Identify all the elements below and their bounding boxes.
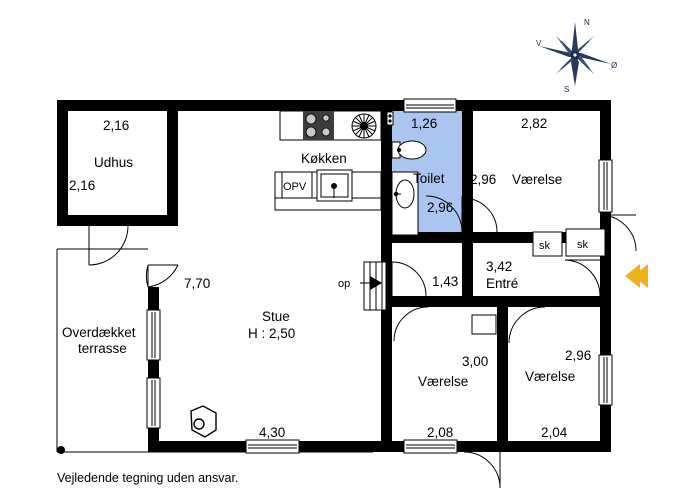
door-vaerelse-top-right bbox=[462, 197, 498, 243]
closet-left-box bbox=[532, 231, 563, 257]
door-exterior-upper-right bbox=[599, 214, 637, 252]
window-left-upper bbox=[146, 309, 161, 361]
door-vaerelse-bottom-center bbox=[393, 296, 429, 342]
window-right-lower bbox=[598, 354, 613, 406]
toilet-dim-top: 1,26 bbox=[411, 116, 437, 131]
stove-burner bbox=[322, 114, 330, 122]
door-entre-hall bbox=[391, 261, 427, 297]
vaerelse-br-dim-top: 2,96 bbox=[565, 348, 591, 363]
compass-east-label: Ø bbox=[611, 61, 617, 70]
closets: sk sk bbox=[532, 228, 606, 257]
compass-south-label: S bbox=[564, 85, 569, 94]
window-left-lower bbox=[146, 377, 161, 429]
vaerelse-tr-dim-left: 2,96 bbox=[470, 172, 496, 187]
radiator-icon bbox=[471, 314, 497, 335]
entre-dim-width: 3,42 bbox=[486, 259, 512, 274]
room-labels: 2,16 Udhus 2,16 Overdækket terrasse 7,70… bbox=[62, 116, 591, 440]
door-toilet bbox=[425, 195, 463, 243]
footnote-text: Vejledende tegning uden ansvar. bbox=[57, 471, 238, 485]
wood-stove-icon bbox=[190, 405, 217, 438]
door-terrace-stue bbox=[145, 264, 179, 288]
bathroom-sink-icon bbox=[391, 171, 419, 236]
terrasse-label-line2: terrasse bbox=[78, 341, 127, 356]
windows bbox=[146, 98, 613, 454]
closet-right-label: sk bbox=[577, 239, 589, 251]
toilet-dim-inner: 2,96 bbox=[427, 200, 453, 215]
entre-label: Entré bbox=[486, 276, 518, 291]
vaerelse-tr-dim-top: 2,82 bbox=[521, 116, 547, 131]
misc-furniture bbox=[190, 314, 497, 438]
window-bottom-bedroom bbox=[403, 439, 458, 454]
vaerelse-tr-label: Værelse bbox=[512, 172, 562, 187]
stove-burner bbox=[305, 126, 317, 138]
kitchen-fixtures: OPV bbox=[274, 110, 382, 211]
stue-height-label: H : 2,50 bbox=[248, 326, 295, 341]
stove-burner bbox=[321, 127, 331, 137]
door-main-entrance bbox=[564, 259, 601, 297]
toilet-fixtures bbox=[386, 111, 427, 236]
vaerelse-br-label: Værelse bbox=[525, 369, 575, 384]
udhus-dim-top: 2,16 bbox=[103, 118, 129, 133]
stue-dim-bottom: 4,30 bbox=[259, 425, 285, 440]
door-udhus bbox=[88, 225, 129, 266]
vaerelse-br-dim-bottom: 2,04 bbox=[541, 425, 568, 440]
window-bottom-stue bbox=[245, 439, 300, 454]
vaerelse-bc-dim-top: 3,00 bbox=[462, 354, 488, 369]
udhus-label: Udhus bbox=[94, 155, 133, 170]
door-exterior-bottom bbox=[463, 451, 501, 489]
closet-right-box bbox=[565, 228, 606, 257]
range-hood-icon bbox=[351, 113, 377, 139]
stair-up-symbol: op bbox=[338, 261, 387, 311]
water-heater-icon bbox=[386, 111, 394, 126]
terrasse-label-line1: Overdækket bbox=[62, 325, 136, 340]
doors bbox=[88, 195, 637, 489]
stove-burner bbox=[305, 113, 317, 125]
window-top-toilet bbox=[403, 98, 457, 113]
entrance-arrow bbox=[625, 264, 648, 288]
compass-west-label: V bbox=[536, 39, 542, 48]
dishwasher-label: OPV bbox=[283, 181, 307, 193]
stue-dim-top: 7,70 bbox=[184, 276, 210, 291]
udhus-dim-left: 2,16 bbox=[69, 178, 95, 193]
vaerelse-bc-dim-bottom: 2,08 bbox=[427, 425, 453, 440]
dishwasher-icon bbox=[281, 171, 313, 199]
compass-north-label: N bbox=[584, 18, 590, 27]
toilet-label: Toilet bbox=[413, 171, 445, 186]
wc-icon bbox=[391, 140, 427, 160]
stair-up-label: op bbox=[338, 278, 350, 290]
vaerelse-bc-label: Værelse bbox=[418, 374, 468, 389]
kokken-label: Køkken bbox=[301, 151, 347, 166]
entre-dim-height: 1,43 bbox=[432, 274, 458, 289]
sink-icon bbox=[316, 169, 353, 202]
compass-rose: N S V Ø bbox=[536, 18, 617, 94]
window-right-upper bbox=[598, 159, 613, 213]
stair-direction-arrow bbox=[370, 276, 382, 290]
door-vaerelse-bottom-right bbox=[508, 296, 546, 344]
corner-dot bbox=[57, 446, 65, 454]
stue-label: Stue bbox=[262, 309, 290, 324]
closet-left-label: sk bbox=[539, 240, 551, 252]
